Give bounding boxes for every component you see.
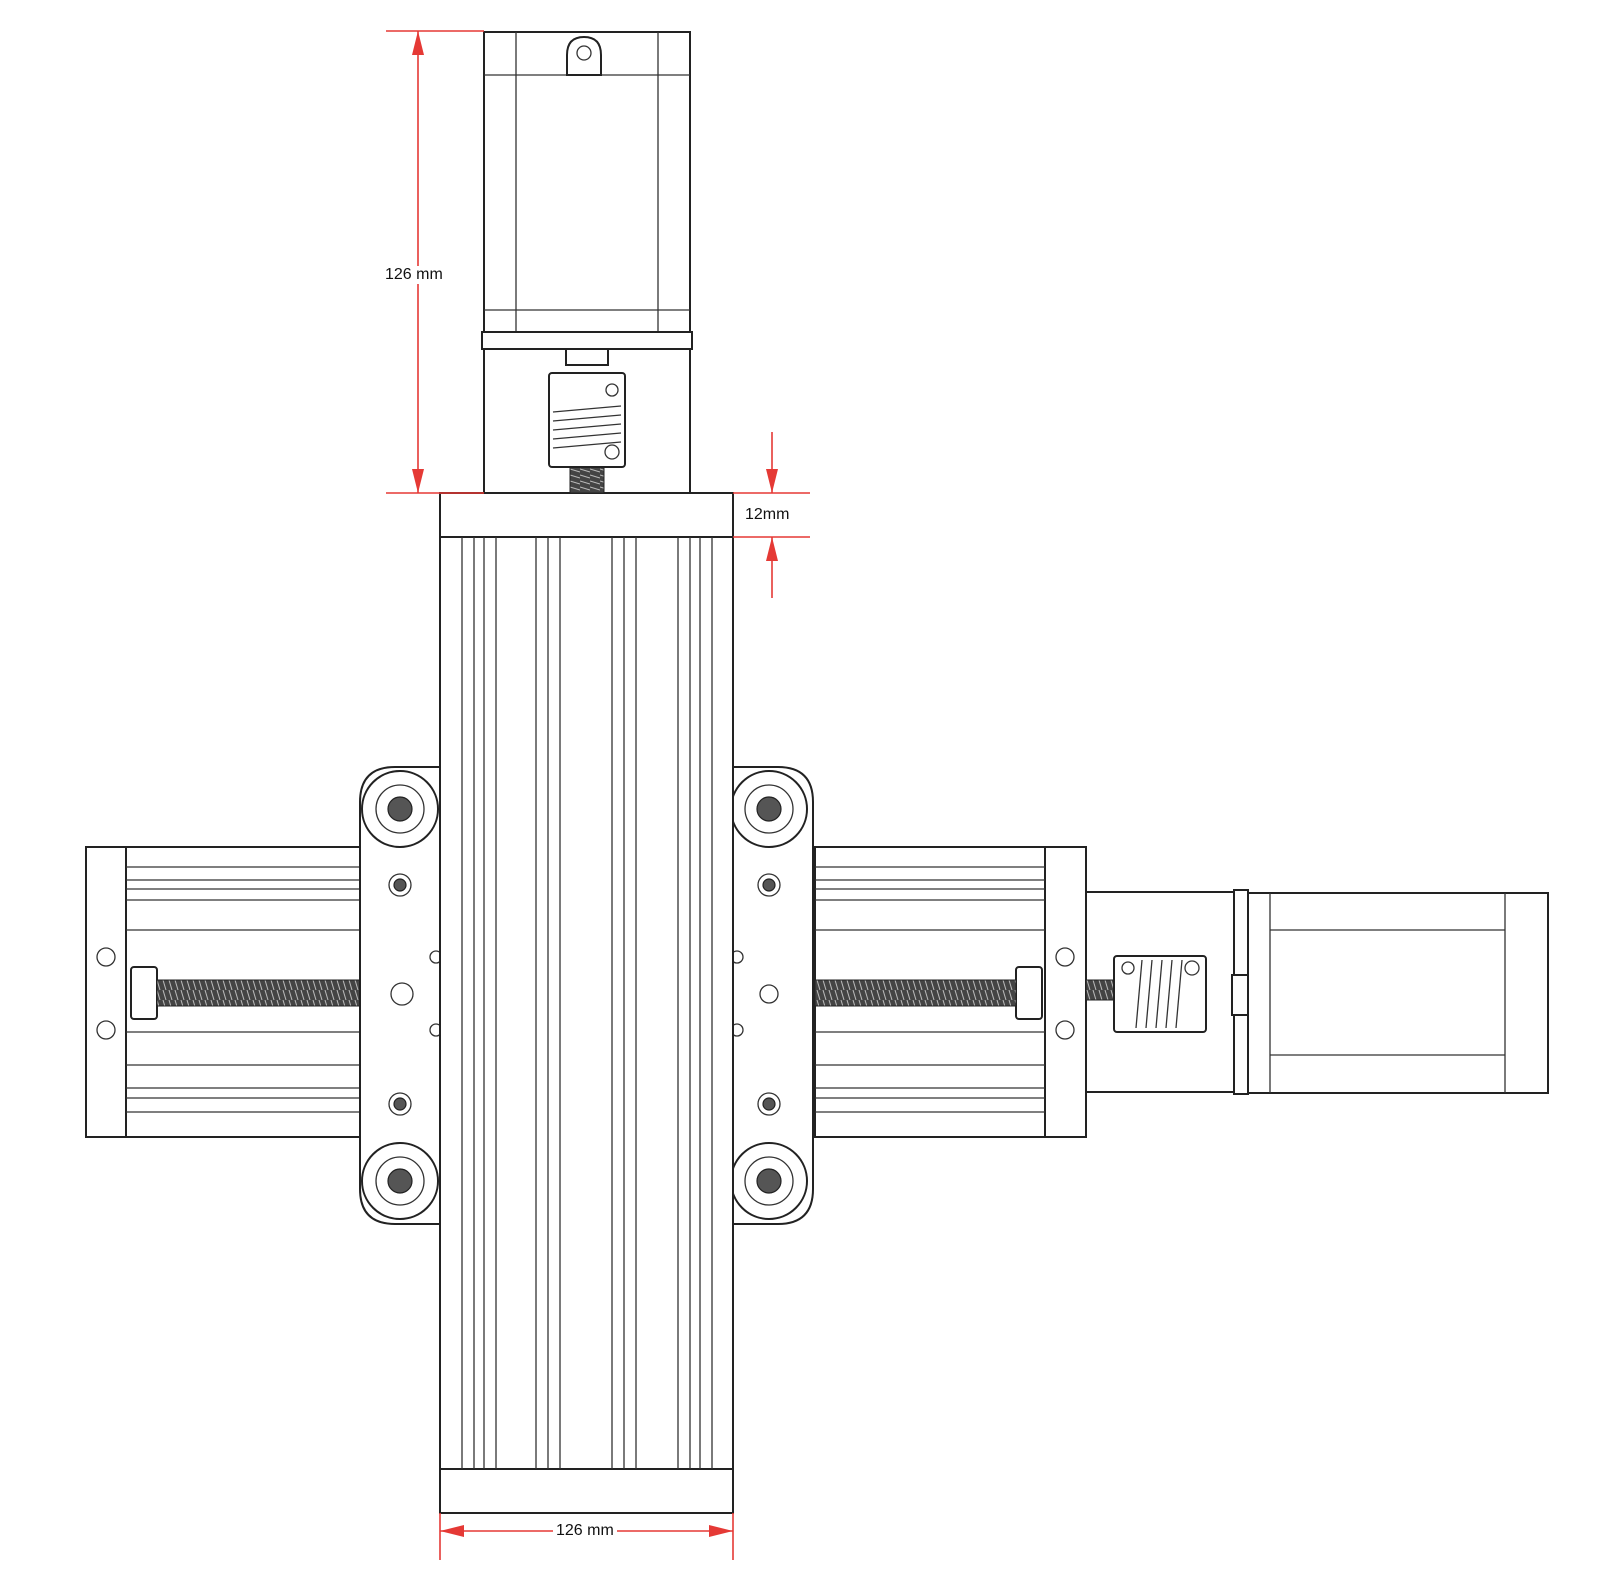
x-axis-rail-left: [85, 846, 362, 1138]
y-axis-shaft-coupler: [548, 372, 626, 468]
x-axis-stepper-motor: [1085, 889, 1549, 1095]
x-axis-shaft-coupler: [1113, 955, 1207, 1033]
x-axis-rail-right: [814, 846, 1087, 1138]
motor-length-label: 126 mm: [382, 266, 446, 284]
rail-width-label: 126 mm: [553, 1522, 617, 1540]
carriage-plate-right: [730, 766, 814, 1225]
end-plate-thickness-label: 12mm: [745, 506, 790, 523]
y-axis-rail: [439, 492, 734, 1514]
dimension-end-plate: [733, 432, 810, 598]
dimension-motor-length: [386, 30, 484, 494]
carriage-plate-left: [359, 766, 443, 1225]
